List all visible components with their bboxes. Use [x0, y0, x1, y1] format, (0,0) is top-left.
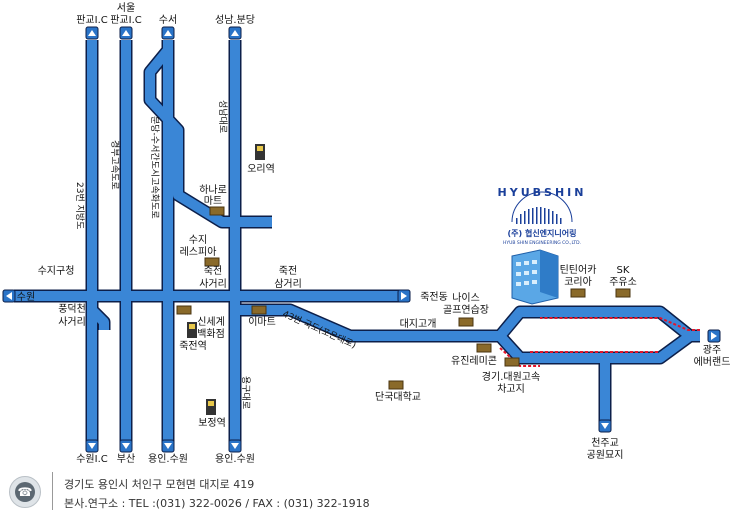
- label-dankook: 단국대학교: [375, 391, 421, 403]
- label-pungdeokcheon: 풍덕천: [58, 303, 86, 315]
- label-suwon-left: 수원: [17, 291, 35, 303]
- label-cheonju2: 공원묘지: [587, 449, 624, 461]
- label-seongnam: 성남.분당: [215, 14, 255, 26]
- arrow-up-icon: [228, 26, 242, 40]
- label-gwangju: 광주: [703, 344, 721, 356]
- label-everland: 에버랜드: [694, 356, 731, 368]
- label-pungdeokcheon2: 사거리: [58, 316, 86, 328]
- subway-station-icon: [255, 144, 265, 160]
- arrow-down-icon: [161, 439, 175, 453]
- company-name-en: HYUBSHIN: [498, 186, 587, 199]
- label-emart: 이마트: [248, 316, 276, 328]
- label-suwon-ic: 수원I.C: [76, 453, 108, 465]
- label-nice-golf2: 골프연습장: [443, 304, 489, 316]
- road-network: [14, 40, 700, 445]
- label-nice-golf: 나이스: [452, 292, 480, 304]
- label-cheonju: 천주교: [591, 437, 619, 449]
- label-tintin2: 코리아: [564, 276, 592, 288]
- subway-station-icon: [206, 399, 216, 415]
- label-road-bundang: 분당-수서간도시고속화도로: [149, 116, 160, 219]
- arrow-down-icon: [228, 439, 242, 453]
- label-yongin-suwon1: 용인.수원: [148, 453, 188, 465]
- label-shinsegae: 신세계: [197, 316, 225, 328]
- direction-arrows: [2, 26, 721, 453]
- label-gyeonggi-bus2: 차고지: [497, 383, 525, 395]
- arrow-up-icon: [85, 26, 99, 40]
- company-address: 경기도 용인시 처인구 모현면 대지로 419: [64, 478, 255, 491]
- company-name-sub: HYUB SHIN ENGINEERING CO.,LTD.: [503, 240, 581, 246]
- landmark-shinsegae: [176, 305, 192, 315]
- label-road-23: 23번 지방도: [74, 182, 85, 229]
- company-name-ko: (주) 협신엔지니어링: [508, 228, 577, 238]
- label-jukjeon-station: 죽전역: [179, 340, 207, 352]
- label-yujin-remicon: 유진레미콘: [451, 355, 497, 367]
- landmark-tintin: [570, 288, 586, 298]
- arrow-up-icon: [119, 26, 133, 40]
- landmarks: [176, 206, 631, 390]
- arrow-up-icon: [161, 26, 175, 40]
- label-ori-station: 오리역: [247, 163, 275, 175]
- label-bojeong-station: 보정역: [198, 417, 226, 429]
- label-sk: SK: [617, 265, 630, 276]
- label-suseo: 수서: [159, 14, 177, 26]
- label-road-seongnam: 성남대로: [217, 100, 228, 133]
- label-hanaro2: 마트: [204, 195, 222, 207]
- label-gyeonggi-bus: 경기.대원고속: [482, 370, 540, 383]
- label-jukjeon-sam2: 삼거리: [274, 278, 302, 290]
- label-suji: 수지: [189, 234, 207, 246]
- label-tintin: 틴틴어카: [560, 264, 597, 276]
- landmark-emart: [251, 305, 267, 315]
- label-seoul-pangyo: 판교I.C: [110, 14, 142, 26]
- landmark-sk: [615, 288, 631, 298]
- route-to-company: [499, 317, 700, 367]
- arrow-down-icon: [598, 419, 612, 433]
- label-suji-gucheong: 수지구청: [38, 265, 75, 277]
- landmark-respia: [204, 257, 220, 267]
- company-tel-fax: 본사.연구소 : TEL :(031) 322-0026 / FAX : (03…: [64, 497, 370, 510]
- label-shinsegae2: 백화점: [197, 328, 225, 340]
- label-road-yongu: 용구대로: [240, 376, 251, 409]
- label-sk2: 주유소: [609, 276, 637, 288]
- label-seoul: 서울: [117, 2, 135, 14]
- label-yongin-suwon2: 용인.수원: [215, 453, 255, 465]
- company-logo: HYUBSHIN (주) 협신엔지니어링 HYUB SHIN ENGINEERI…: [498, 186, 587, 246]
- company-building-icon: [511, 249, 559, 305]
- label-jukjeon-sa2: 사거리: [199, 278, 227, 290]
- contact-footer: ☎ 경기도 용인시 처인구 모현면 대지로 419 본사.연구소 : TEL :…: [0, 468, 735, 514]
- label-respia: 레스피아: [180, 246, 217, 258]
- label-daeji-gogae: 대지고개: [400, 318, 437, 330]
- arrow-down-icon: [85, 439, 99, 453]
- phone-icon: ☎: [9, 476, 41, 508]
- label-jukjeon-sam: 죽전: [279, 265, 297, 277]
- label-pangyo-ic: 판교I.C: [76, 14, 108, 26]
- landmark-nice-golf: [458, 317, 474, 327]
- landmark-gyeonggi-bus: [504, 357, 520, 367]
- arrow-left-icon: [2, 289, 16, 303]
- landmark-hanaro-mart: [209, 206, 225, 216]
- arrow-down-icon: [119, 439, 133, 453]
- label-jukjeon-dong: 죽전동: [420, 291, 448, 303]
- landmark-dankook: [388, 380, 404, 390]
- label-jukjeon-sa: 죽전: [204, 265, 222, 277]
- label-road-gyeongbu: 경부고속도로: [109, 140, 121, 190]
- arrow-right-icon: [707, 329, 721, 343]
- label-busan: 부산: [117, 453, 135, 465]
- arrow-right-icon: [397, 289, 411, 303]
- footer-divider: [52, 472, 53, 510]
- subway-station-icon: [187, 322, 197, 338]
- label-hanaro: 하나로: [199, 183, 227, 196]
- landmark-yujin: [476, 343, 492, 353]
